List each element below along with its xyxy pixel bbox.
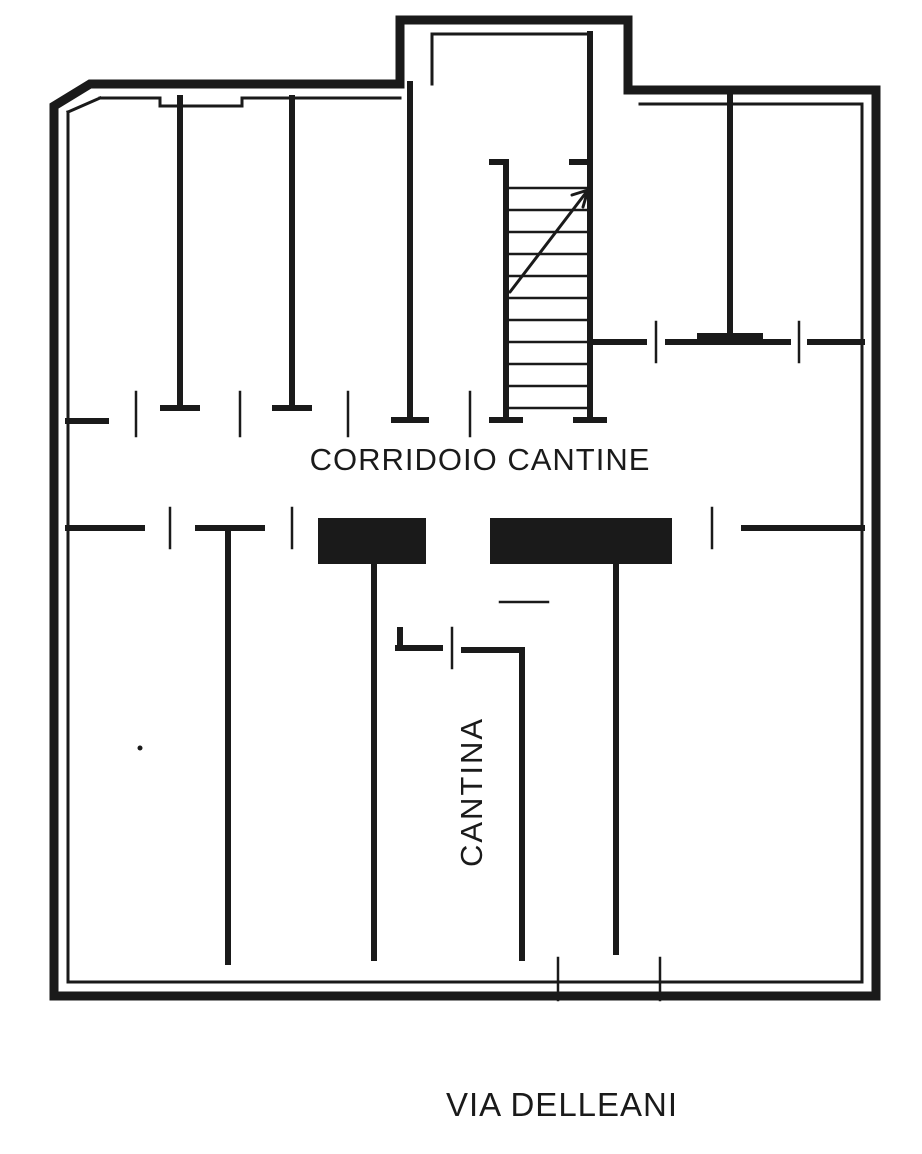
door-dashes-corridor-top [134,390,472,438]
inner-wall-face [66,32,864,984]
stair-direction-arrow [508,188,590,294]
stair-right-wall [569,31,607,423]
thick-bar-left [318,518,426,564]
outer-wall [49,15,881,1001]
thick-bar-right [490,518,672,564]
partition-upper-left-2 [272,95,312,411]
labels: CORRIDOIO CANTINE CANTINA VIA DELLEANI [310,442,678,1123]
street-label: VIA DELLEANI [446,1086,678,1123]
door-dashes-corridor-bottom [168,506,714,550]
corridor-label: CORRIDOIO CANTINE [310,442,651,477]
thin-marks [134,186,801,1002]
small-dot-mark [137,745,143,751]
door-dash-enclosure [450,600,550,670]
stair-arrow-line [508,188,590,294]
room-label-cantina: CANTINA [454,717,489,867]
partition-entry-corridor [391,81,429,423]
partition-lower-left-t [195,525,265,965]
partition-upper-right [697,87,763,339]
stair-steps [506,186,592,410]
door-dashes-upper-right [654,320,801,364]
partition-upper-left-1 [160,95,200,411]
door-dashes-bottom-wall [556,956,662,1002]
thick-wall-bars [137,518,672,751]
stair-left-wall [489,159,523,423]
under-stair-enclosure [395,627,525,961]
walls [49,15,881,1001]
